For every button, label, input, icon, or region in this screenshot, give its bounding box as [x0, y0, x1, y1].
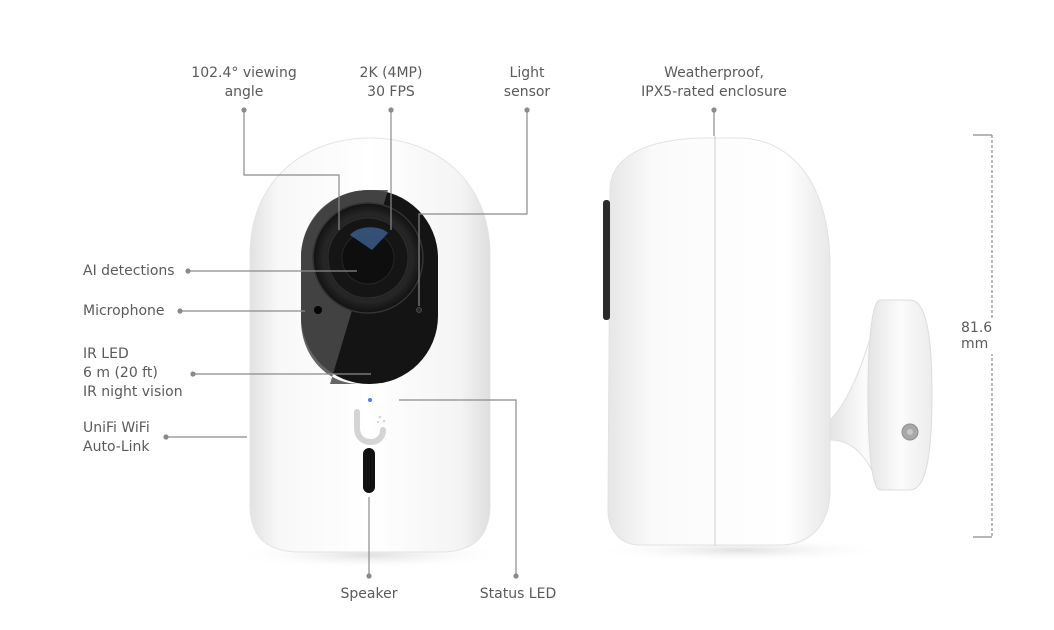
callout-light-sensor: Light sensor — [504, 64, 550, 102]
callout-line: 2K (4MP) — [359, 65, 423, 81]
callout-line: AI detections — [83, 263, 175, 279]
callout-line: 102.4° viewing — [191, 65, 297, 81]
callout-line: IR LED — [83, 346, 129, 362]
callout-ir-led: IR LED 6 m (20 ft) IR night vision — [83, 345, 183, 402]
callout-ai-detections: AI detections — [83, 262, 175, 281]
light-sensor-dot — [416, 307, 422, 313]
callout-status-led: Status LED — [480, 585, 557, 604]
callout-line: UniFi WiFi — [83, 420, 150, 436]
callout-line: Auto-Link — [83, 439, 150, 455]
microphone-hole — [314, 306, 322, 314]
callout-line: Weatherproof, — [664, 65, 764, 81]
height-dimension — [973, 134, 993, 538]
callout-line: angle — [224, 84, 264, 100]
callout-line: Speaker — [340, 586, 398, 602]
callout-line: 30 FPS — [367, 84, 415, 100]
side-view-camera — [590, 136, 933, 562]
callout-line: 6 m (20 ft) — [83, 365, 158, 381]
wall-mount — [829, 299, 933, 491]
callout-wifi-autolink: UniFi WiFi Auto-Link — [83, 419, 150, 457]
front-view-camera — [230, 137, 510, 569]
callout-line: Microphone — [83, 303, 165, 319]
callout-resolution: 2K (4MP) 30 FPS — [360, 64, 423, 102]
callout-speaker: Speaker — [341, 585, 398, 604]
speaker-grill — [363, 448, 375, 493]
callout-enclosure: Weatherproof, IPX5-rated enclosure — [641, 64, 787, 102]
height-dimension-value: 81.6 mm — [961, 318, 1023, 354]
callout-line: Status LED — [479, 586, 557, 602]
leader-lines — [163, 107, 717, 579]
callout-microphone: Microphone — [83, 302, 165, 321]
callout-line: sensor — [503, 84, 551, 100]
callout-viewing-angle: 102.4° viewing angle — [191, 64, 296, 102]
callout-line: IR night vision — [83, 384, 183, 400]
brand-logo-icon — [354, 409, 386, 446]
callout-line: IPX5-rated enclosure — [641, 84, 787, 100]
callout-line: Light — [509, 65, 545, 81]
status-led — [368, 398, 372, 402]
